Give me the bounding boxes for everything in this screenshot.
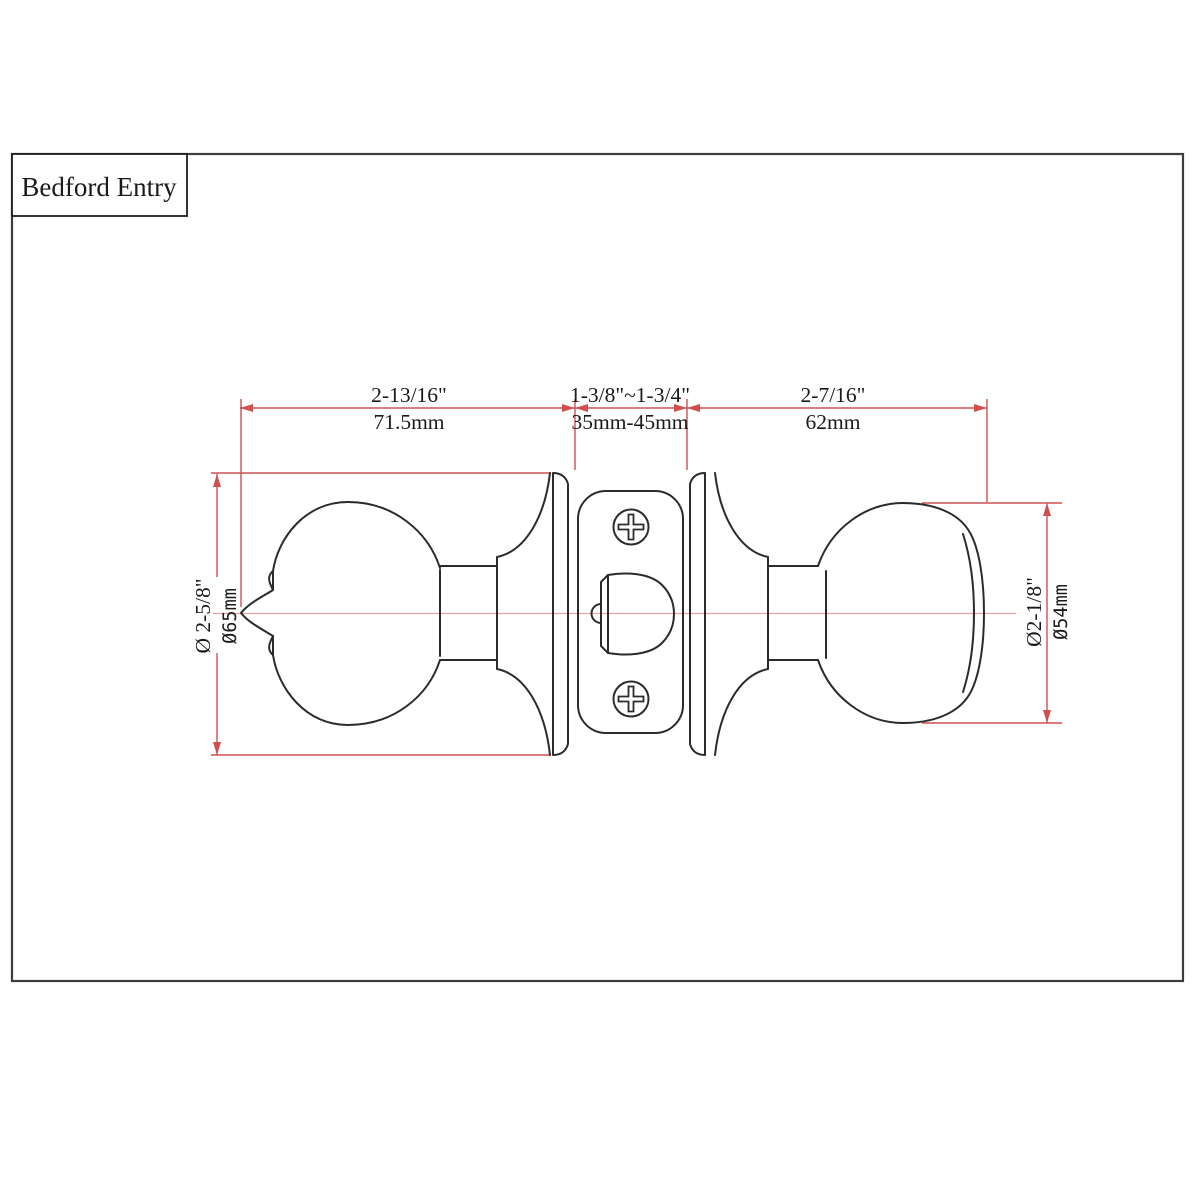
arrowhead bbox=[213, 474, 221, 487]
dim-right-diameter-mm: Ø54mm bbox=[1051, 584, 1072, 640]
dim-left-mm: 71.5mm bbox=[373, 410, 444, 434]
phillips-screw-bottom-icon bbox=[612, 680, 650, 718]
dim-middle-mm: 35mm-45mm bbox=[571, 410, 688, 434]
right-diameter-extension-lines bbox=[922, 502, 1062, 724]
right-knob-face-line bbox=[962, 533, 975, 693]
right-flange bbox=[714, 472, 769, 756]
arrowhead bbox=[213, 742, 221, 755]
latch-bolt-body bbox=[607, 572, 675, 656]
arrowhead bbox=[240, 404, 253, 412]
arrowhead bbox=[1043, 710, 1051, 723]
dim-left-diameter-mm: Ø65mm bbox=[220, 588, 241, 644]
left-flange bbox=[496, 472, 551, 756]
dim-middle-inches: 1-3/8"~1-3/4" bbox=[570, 383, 690, 407]
border-frame bbox=[10, 152, 1185, 983]
dim-right-inches: 2-7/16" bbox=[801, 383, 866, 407]
latch-plunger-bump bbox=[590, 603, 602, 624]
arrowhead bbox=[1043, 503, 1051, 516]
phillips-screw-top-icon bbox=[612, 508, 650, 546]
arrowhead bbox=[687, 404, 700, 412]
drawing-title: Bedford Entry bbox=[21, 172, 177, 202]
arrowhead bbox=[974, 404, 987, 412]
latch-bolt-strip bbox=[600, 574, 609, 654]
left-rose-plate bbox=[552, 472, 569, 756]
arrowhead bbox=[562, 404, 575, 412]
dimension-labels: 2-13/16" 71.5mm 1-3/8"~1-3/4" 35mm-45mm … bbox=[191, 383, 1072, 654]
phillips-cross-bottom-icon bbox=[617, 685, 645, 713]
dimension-lines bbox=[211, 399, 1062, 756]
dim-left-inches: 2-13/16" bbox=[371, 383, 447, 407]
arrowhead bbox=[575, 404, 588, 412]
left-stem bbox=[439, 565, 498, 661]
right-stem bbox=[767, 565, 819, 661]
title-box bbox=[11, 153, 188, 217]
arrowhead bbox=[674, 404, 687, 412]
left-diameter-extension-lines bbox=[211, 472, 551, 756]
dim-left-diameter-inches: Ø 2-5/8" bbox=[191, 578, 215, 653]
phillips-cross-top-icon bbox=[617, 513, 645, 541]
left-knob-bottom-profile bbox=[272, 654, 441, 726]
dim-right-mm: 62mm bbox=[806, 410, 861, 434]
knob-assembly-drawing bbox=[240, 472, 985, 756]
latch-faceplate bbox=[577, 490, 684, 734]
right-rose-plate bbox=[689, 472, 706, 756]
finial-tip bbox=[240, 570, 274, 656]
dim-right-diameter-inches: Ø2-1/8" bbox=[1022, 577, 1046, 647]
right-knob-profile bbox=[817, 502, 985, 724]
left-knob-top-profile bbox=[272, 501, 441, 572]
